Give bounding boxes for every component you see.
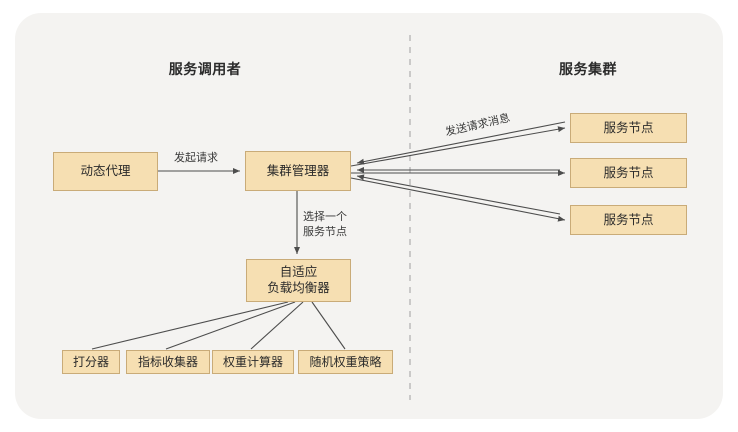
- node-service-node-3[interactable]: 服务节点: [570, 205, 687, 235]
- node-metric-collector[interactable]: 指标收集器: [126, 350, 210, 374]
- node-scorer[interactable]: 打分器: [62, 350, 120, 374]
- section-title-cluster: 服务集群: [559, 61, 617, 77]
- edge-label-select-node-line1: 选择一个: [303, 211, 347, 223]
- node-weight-calculator[interactable]: 权重计算器: [212, 350, 294, 374]
- node-adaptive-load-balancer-line1: 自适应: [279, 264, 318, 279]
- node-service-node-2[interactable]: 服务节点: [570, 158, 687, 188]
- edge-label-select-node-line2: 服务节点: [303, 226, 347, 238]
- node-adaptive-load-balancer-line2: 负载均衡器: [267, 280, 330, 295]
- edge-label-initiate-request: 发起请求: [174, 152, 218, 164]
- node-service-node-1[interactable]: 服务节点: [570, 113, 687, 143]
- node-random-weight-strategy[interactable]: 随机权重策略: [298, 350, 393, 374]
- section-title-caller: 服务调用者: [168, 61, 242, 77]
- node-dynamic-proxy[interactable]: 动态代理: [53, 152, 158, 191]
- node-adaptive-load-balancer[interactable]: 自适应 负载均衡器: [246, 259, 351, 302]
- node-cluster-manager[interactable]: 集群管理器: [245, 151, 351, 191]
